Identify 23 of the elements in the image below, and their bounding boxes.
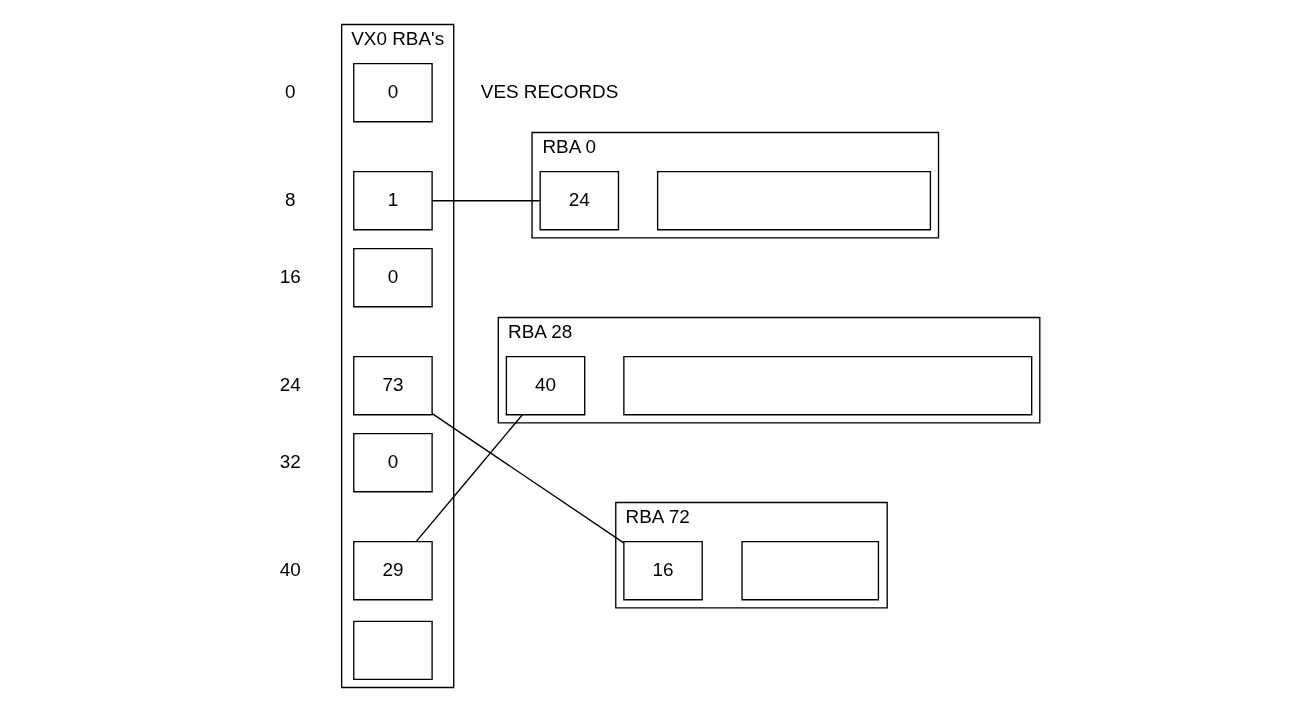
node-box: 24	[538, 171, 619, 231]
node-label: 8	[284, 188, 296, 210]
node-box: 0	[352, 432, 433, 493]
connector	[431, 200, 540, 202]
node-label: 16	[279, 265, 301, 287]
node-label: 40	[279, 558, 301, 580]
node-box	[622, 356, 1032, 416]
node-label: 0	[284, 80, 296, 102]
label: VES RECORDS	[480, 80, 618, 102]
node-box	[656, 171, 931, 231]
connector	[415, 414, 523, 543]
node-box: 0	[352, 62, 433, 123]
node-label: 32	[279, 450, 301, 472]
node-box	[352, 620, 433, 681]
node-label: 24	[279, 373, 301, 395]
node-box: 29	[352, 541, 433, 601]
node-box: 73	[352, 356, 433, 416]
node-box: 40	[505, 356, 585, 416]
node-box: 1	[352, 171, 433, 231]
node-box: 16	[622, 541, 703, 601]
node-box	[740, 541, 879, 601]
connector	[431, 412, 624, 544]
node-box: 0	[352, 247, 433, 308]
